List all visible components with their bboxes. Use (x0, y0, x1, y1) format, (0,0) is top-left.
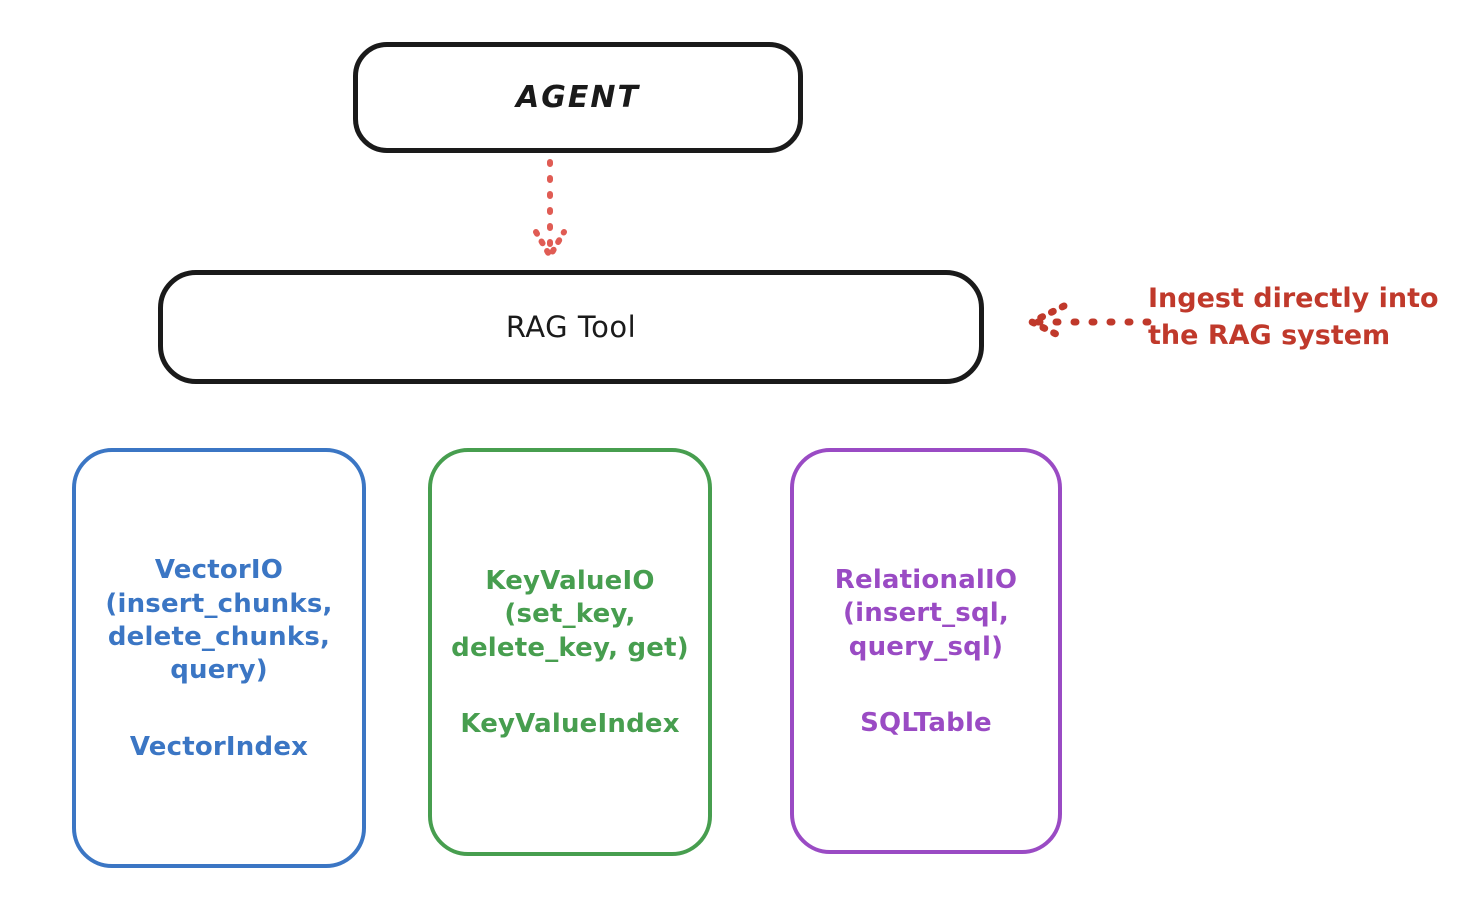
node-rag-tool[interactable]: RAG Tool (158, 270, 984, 384)
relationalio-index-label: SQLTable (860, 707, 992, 738)
keyvalueio-api-label: KeyValueIO (set_key, delete_key, get) (451, 566, 689, 663)
node-keyvalueio[interactable]: KeyValueIO (set_key, delete_key, get) Ke… (428, 448, 712, 856)
node-agent[interactable]: AGENT (353, 42, 803, 153)
relationalio-api-label: RelationalIO (insert_sql, query_sql) (834, 565, 1018, 662)
vectorio-api-label: VectorIO (insert_chunks, delete_chunks, … (105, 555, 333, 686)
node-agent-label: AGENT (516, 79, 640, 115)
annotation-ingest-note: Ingest directly into the RAG system (1148, 283, 1439, 352)
node-relationalio[interactable]: RelationalIO (insert_sql, query_sql) SQL… (790, 448, 1062, 854)
ingest-arrow-icon (1028, 302, 1152, 342)
agent-to-rag-arrow-icon (533, 159, 567, 259)
node-vectorio[interactable]: VectorIO (insert_chunks, delete_chunks, … (72, 448, 366, 868)
vectorio-index-label: VectorIndex (129, 731, 309, 762)
node-rag-tool-label: RAG Tool (505, 309, 637, 344)
keyvalueio-index-label: KeyValueIndex (460, 708, 680, 739)
